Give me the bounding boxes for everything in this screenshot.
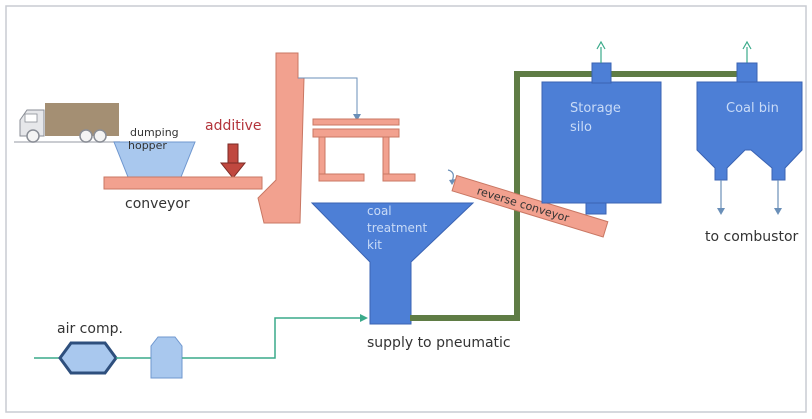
coal-bin xyxy=(696,81,803,181)
air-supply-line xyxy=(182,317,362,359)
coal-bin-top-nozzle xyxy=(736,62,758,84)
coal-treatment-kit xyxy=(310,202,475,325)
additive-label: additive xyxy=(205,118,262,134)
outlet-arrow-icon xyxy=(774,180,782,215)
dumping-hopper-label-line2: hopper xyxy=(128,139,167,152)
storage-silo-label: Storage xyxy=(570,101,621,116)
coal-treatment-kit-label-line3: kit xyxy=(367,238,382,252)
additive-arrow-icon xyxy=(219,143,247,179)
coal-treatment-kit-label: coal xyxy=(367,204,392,218)
vent-arrow-icon xyxy=(596,40,606,63)
diagram-border xyxy=(5,5,807,413)
bucket-elevator xyxy=(257,52,305,224)
storage-silo-label-line2: silo xyxy=(570,120,592,135)
air-receiver-tank xyxy=(150,336,183,379)
storage-silo xyxy=(541,81,662,204)
vent-arrow-icon xyxy=(742,40,752,63)
rotation-arrowhead-icon xyxy=(449,179,456,185)
truck-icon xyxy=(19,103,119,143)
dumping-hopper-label: dumping xyxy=(130,126,179,139)
conveyor-belt xyxy=(103,176,263,190)
conveyor-label: conveyor xyxy=(125,196,190,212)
outlet-arrow-icon xyxy=(717,180,725,215)
air-supply-arrow-icon xyxy=(360,314,368,322)
supply-to-pneumatic-label: supply to pneumatic xyxy=(367,335,511,351)
storage-silo-top-nozzle xyxy=(591,62,612,84)
air-comp-label: air comp. xyxy=(57,321,123,337)
storage-silo-outlet xyxy=(585,202,607,215)
rotation-arrow-icon xyxy=(447,169,454,182)
elevator-feed-arrow-icon xyxy=(353,114,361,121)
coal-treatment-kit-label-line2: treatment xyxy=(367,221,427,235)
to-combustor-label: to combustor xyxy=(705,229,799,245)
elevator-feed-line xyxy=(298,77,358,118)
air-compressor xyxy=(58,341,118,375)
coal-bin-label: Coal bin xyxy=(726,101,779,116)
treatment-frame xyxy=(312,118,416,182)
